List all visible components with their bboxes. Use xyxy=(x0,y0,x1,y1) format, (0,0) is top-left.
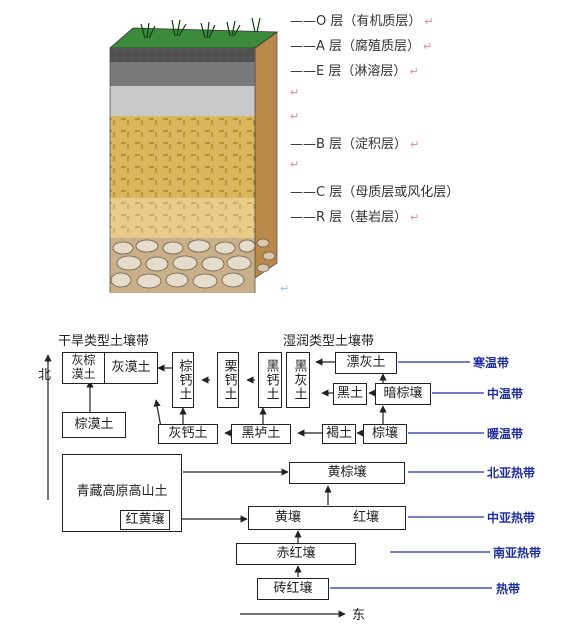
east-label: 东 xyxy=(352,608,366,623)
soil-qinghai-tibet-alpine: 青藏高原高山土 xyxy=(62,454,182,532)
zone-warm-temperate: 暖温带 xyxy=(487,427,524,441)
blank-line-mark: ↵ xyxy=(290,86,300,99)
zone-north-subtropical: 北亚热带 xyxy=(487,466,536,480)
grass-tufts xyxy=(140,17,261,39)
bedrock-stones xyxy=(110,239,256,289)
soil-dark-brown: 暗棕壤 xyxy=(375,383,431,405)
soil-grey-brown-desert: 灰棕漠土 xyxy=(63,353,105,383)
horizon-label-a: ——A 层（腐殖质层）↵ xyxy=(290,39,433,54)
soil-yellow: 黄壤 xyxy=(274,509,301,525)
soil-cinnamon: 褐土 xyxy=(322,424,356,444)
soil-chernozem: 黑钙土 xyxy=(258,352,282,408)
blank-line-mark: ↵ xyxy=(290,110,300,123)
soil-chestnut: 栗钙土 xyxy=(217,352,239,408)
soil-podzol: 漂灰土 xyxy=(335,352,397,374)
soil-red: 红壤 xyxy=(352,509,379,525)
zone-mid-temperate: 中温带 xyxy=(487,387,524,401)
soil-brown-calcic: 棕钙土 xyxy=(172,352,194,408)
return-mark: ↵ xyxy=(280,282,290,295)
plateau-label: 青藏高原高山土 xyxy=(76,484,168,499)
blank-line-mark: ↵ xyxy=(290,158,300,171)
horizon-label-e: ——E 层（淋溶层）↵ xyxy=(290,64,419,79)
soil-laterite: 砖红壤 xyxy=(257,578,329,600)
soil-yellow-brown: 黄棕壤 xyxy=(289,462,405,484)
arid-zone-header: 干旱类型土壤带 xyxy=(58,334,150,349)
soil-profile-illustration xyxy=(108,17,279,293)
soil-red-yellow: 红黄壤 xyxy=(120,510,170,530)
soil-brown-desert: 棕漠土 xyxy=(62,412,126,438)
soil-grey-desert: 灰漠土 xyxy=(111,359,151,375)
zone-cold-temperate: 寒温带 xyxy=(473,356,510,370)
horizon-label-r: ——R 层（基岩层）↵ xyxy=(290,210,420,225)
horizon-label-o: ——O 层（有机质层）↵ xyxy=(290,14,434,29)
horizon-label-b: ——B 层（淀积层）↵ xyxy=(290,137,420,152)
zone-mid-subtropical: 中亚热带 xyxy=(487,511,536,525)
soil-heilu: 黑垆土 xyxy=(231,424,291,444)
humid-zone-header: 湿润类型土壤带 xyxy=(283,334,375,349)
arid-desert-group: 灰棕漠土 灰漠土 xyxy=(62,352,158,384)
north-label: 北 xyxy=(38,368,52,383)
soil-lateritic-red: 赤红壤 xyxy=(236,543,356,565)
horizon-label-c: ——C 层（母质层或风化层） xyxy=(290,185,460,200)
soil-black: 黑土 xyxy=(333,383,367,405)
soil-brown-earth: 棕壤 xyxy=(363,424,407,444)
soil-sierozem: 灰钙土 xyxy=(158,424,218,444)
soil-yellow-red-group: 黄壤 红壤 xyxy=(248,506,406,530)
zone-south-subtropical: 南亚热带 xyxy=(493,546,542,560)
zone-tropical: 热带 xyxy=(496,582,521,596)
soil-dark-grey: 黑灰土 xyxy=(286,352,310,408)
